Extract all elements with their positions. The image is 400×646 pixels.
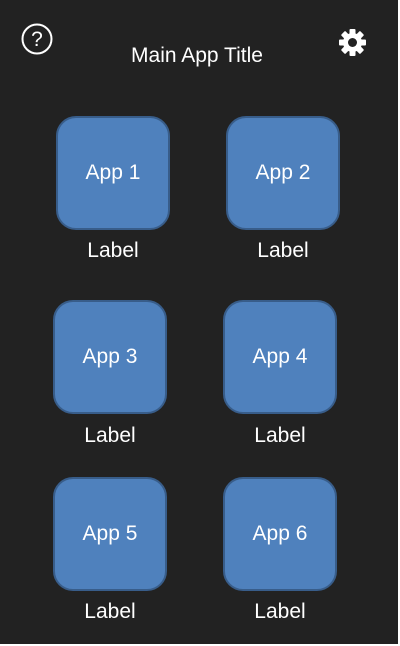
page-title: Main App Title <box>131 44 263 67</box>
app-tile-2-label: Label <box>257 239 309 262</box>
app-tile-3-label: Label <box>84 424 136 447</box>
app-tile-4-name: App 4 <box>252 345 308 368</box>
app-tile-5-label: Label <box>84 600 136 623</box>
app-tile-2-name: App 2 <box>255 161 311 184</box>
gear-icon <box>339 29 366 56</box>
app-tile-2[interactable]: App 2 <box>226 116 340 230</box>
app-tile-1-name: App 1 <box>85 161 141 184</box>
app-tile-5-name: App 5 <box>82 522 138 545</box>
help-circle-icon: ? <box>21 23 53 55</box>
app-tile-4-label: Label <box>254 424 306 447</box>
app-tile-1-label: Label <box>87 239 139 262</box>
app-tile-3-name: App 3 <box>82 345 138 368</box>
app-tile-4[interactable]: App 4 <box>223 300 337 414</box>
app-tile-6-label: Label <box>254 600 306 623</box>
svg-text:?: ? <box>31 28 43 51</box>
app-tile-5[interactable]: App 5 <box>53 477 167 591</box>
settings-button[interactable] <box>337 27 368 58</box>
app-tile-6[interactable]: App 6 <box>223 477 337 591</box>
app-tile-3[interactable]: App 3 <box>53 300 167 414</box>
app-tile-6-name: App 6 <box>252 522 308 545</box>
help-button[interactable]: ? <box>21 23 53 55</box>
app-tile-1[interactable]: App 1 <box>56 116 170 230</box>
